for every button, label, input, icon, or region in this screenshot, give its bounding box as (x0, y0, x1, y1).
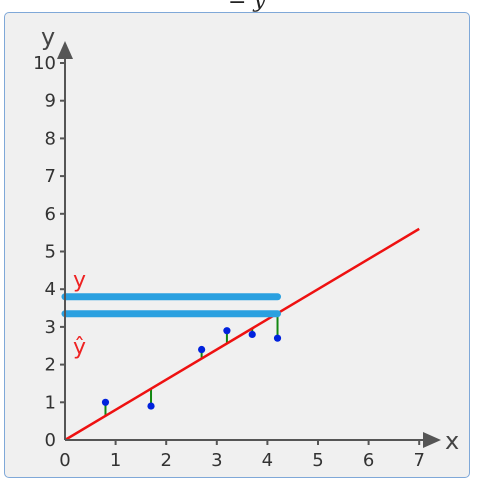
y-tick-label: 1 (45, 392, 56, 413)
data-point (147, 402, 155, 410)
regression-plot: 0 1 2 3 4 5 6 7 8 9 10 0 1 2 3 4 5 6 7 x y y ŷ (33, 23, 459, 471)
data-point (198, 345, 206, 354)
x-tick-label: 1 (110, 450, 121, 471)
y-observed-label: y (73, 268, 86, 293)
x-tick-label: 7 (413, 450, 424, 471)
plot-panel: 0 1 2 3 4 5 6 7 8 9 10 0 1 2 3 4 5 6 7 x y y ŷ (4, 12, 470, 478)
x-tick-label: 0 (59, 450, 70, 471)
y-tick-label: 6 (45, 204, 56, 225)
x-tick-label: 3 (211, 450, 222, 471)
y-axis-label: y (41, 23, 55, 51)
x-axis-label: x (445, 427, 459, 455)
y-tick-label: 5 (45, 242, 56, 263)
y-tick-label: 9 (45, 91, 56, 112)
y-tick-label: 3 (45, 317, 56, 338)
y-tick-label: 4 (45, 279, 56, 300)
regression-line (64, 227, 420, 442)
data-point (273, 334, 282, 342)
x-tick-label: 2 (160, 450, 171, 471)
x-axis-arrow (423, 432, 441, 448)
data-point (101, 398, 110, 406)
formula-strip: = y (0, 0, 480, 14)
formula-fragment: = y (228, 0, 266, 13)
x-tick-label: 5 (312, 450, 323, 471)
y-tick-label: 10 (33, 53, 56, 74)
y-axis-arrow (57, 41, 73, 59)
data-point (223, 327, 231, 335)
y-tick-label: 8 (45, 128, 56, 149)
x-tick-label: 4 (262, 450, 273, 471)
y-tick-label: 7 (45, 166, 56, 187)
y-tick-label: 0 (45, 430, 56, 451)
y-predicted-label: ŷ (73, 335, 86, 360)
data-point (248, 330, 256, 339)
y-tick-label: 2 (45, 355, 56, 376)
x-tick-label: 6 (363, 450, 374, 471)
